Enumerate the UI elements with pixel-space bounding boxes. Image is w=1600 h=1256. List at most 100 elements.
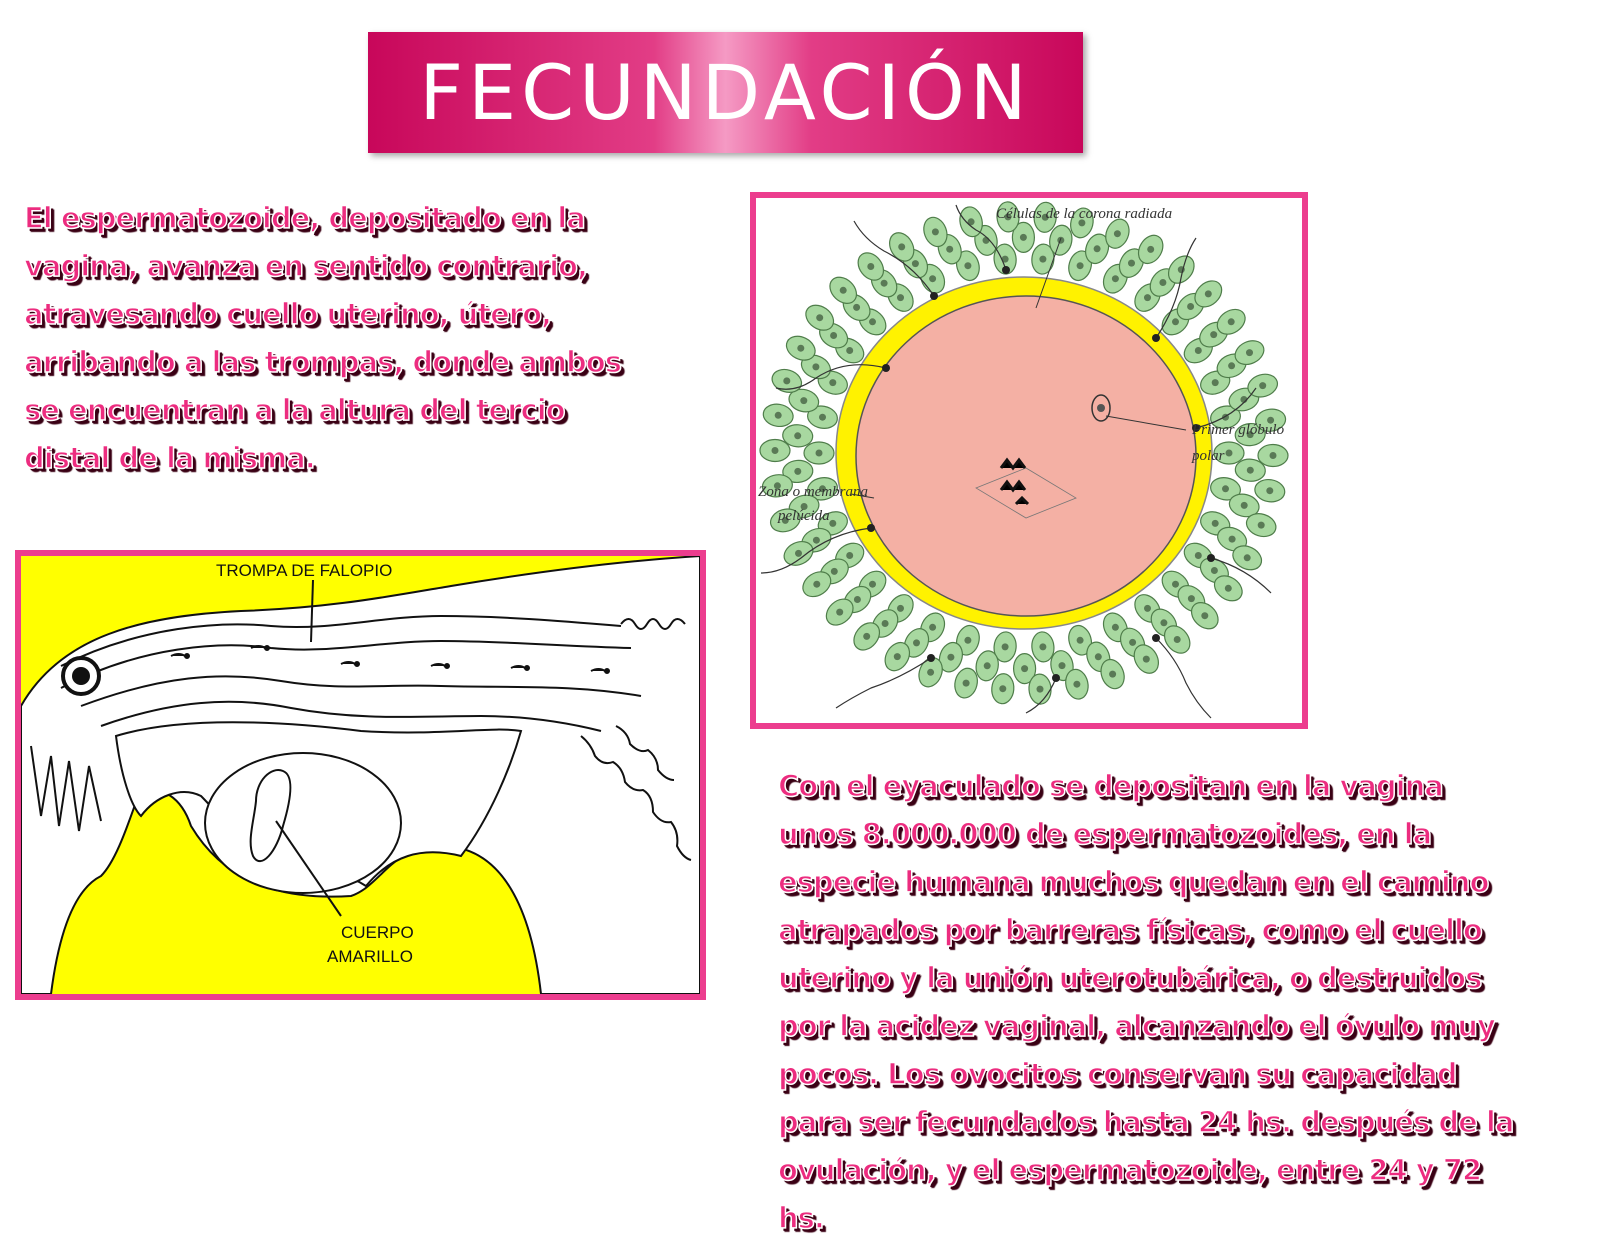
cell-nucleus <box>1269 452 1277 459</box>
cell-nucleus <box>880 279 888 287</box>
cell-nucleus <box>982 236 990 244</box>
cell-nucleus <box>1194 347 1202 354</box>
cell-nucleus <box>1228 535 1236 543</box>
label-polar-body-2: polar <box>1191 448 1225 464</box>
cell-nucleus <box>1113 230 1121 238</box>
cell-nucleus <box>869 580 876 588</box>
cell-nucleus <box>1111 275 1119 283</box>
cell-nucleus <box>1243 554 1251 562</box>
cell-nucleus <box>853 303 861 311</box>
cell-nucleus <box>853 596 861 603</box>
cell-nucleus <box>911 260 919 268</box>
cell-nucleus <box>1246 349 1253 357</box>
cell-nucleus <box>1039 643 1047 651</box>
ovum-figure: Células de la corona radiada Primer glób… <box>750 192 1308 729</box>
cell-nucleus <box>1160 619 1168 627</box>
cell-nucleus <box>1041 213 1049 221</box>
cell-nucleus <box>897 294 904 302</box>
page-title: FECUNDACIÓN <box>419 48 1032 137</box>
cell-nucleus <box>819 413 826 421</box>
cell-nucleus <box>797 344 805 352</box>
cell-nucleus <box>929 275 937 283</box>
cell-nucleus <box>897 604 904 612</box>
cell-nucleus <box>1147 245 1155 253</box>
cell-nucleus <box>771 447 779 454</box>
cell-nucleus <box>794 432 802 440</box>
cell-nucleus <box>1187 595 1195 603</box>
cell-nucleus <box>1204 290 1212 298</box>
cell-nucleus <box>947 653 955 661</box>
cell-nucleus <box>1201 612 1209 620</box>
cell-nucleus <box>1021 665 1029 673</box>
cell-nucleus <box>1019 233 1027 241</box>
cell-nucleus <box>1093 245 1101 253</box>
cell-nucleus <box>830 567 838 575</box>
cell-nucleus <box>1111 623 1119 631</box>
label-zona-pellucida-2: pelúcida <box>777 508 830 524</box>
cell-nucleus <box>836 608 844 616</box>
cell-nucleus <box>869 318 876 326</box>
cell-nucleus <box>795 549 802 557</box>
cell-nucleus <box>812 536 820 544</box>
label-corpus-luteum-1: CUERPO <box>341 923 414 942</box>
label-fallopian-tube: TROMPA DE FALOPIO <box>216 561 392 580</box>
cell-nucleus <box>829 519 837 527</box>
cell-nucleus <box>781 516 789 524</box>
cell-nucleus <box>773 482 781 490</box>
cell-nucleus <box>1211 379 1219 387</box>
cell-nucleus <box>1159 279 1167 286</box>
cell-nucleus <box>1036 685 1044 693</box>
cell-nucleus <box>1128 259 1135 267</box>
cell-nucleus <box>929 623 937 631</box>
cell-nucleus <box>1129 638 1137 646</box>
cell-nucleus <box>1267 416 1275 424</box>
cell-nucleus <box>839 286 847 294</box>
cell-nucleus <box>774 411 782 419</box>
cell-nucleus <box>1094 653 1102 661</box>
cell-nucleus <box>816 314 824 322</box>
cell-nucleus <box>1172 580 1179 588</box>
cell-nucleus <box>867 263 875 270</box>
label-corpus-luteum-2: AMARILLO <box>327 947 413 966</box>
cell-nucleus <box>962 679 970 687</box>
cell-nucleus <box>1172 318 1179 326</box>
cell-nucleus <box>1109 670 1117 678</box>
cell-nucleus <box>819 485 826 493</box>
cell-nucleus <box>881 620 889 627</box>
label-zona-pellucida-1: Zona o membrana <box>758 484 868 500</box>
cell-nucleus <box>964 262 972 270</box>
cell-nucleus <box>1187 303 1195 310</box>
cell-nucleus <box>830 332 838 339</box>
cell-nucleus <box>1227 318 1235 326</box>
cell-nucleus <box>1211 519 1219 527</box>
cell-nucleus <box>1001 643 1009 651</box>
cell-nucleus <box>1001 255 1009 263</box>
cell-nucleus <box>1194 552 1202 559</box>
cell-nucleus <box>1144 604 1151 612</box>
cell-nucleus <box>794 467 802 475</box>
cell-nucleus <box>946 245 954 253</box>
cell-nucleus <box>800 503 808 510</box>
cell-nucleus <box>1257 521 1265 529</box>
cell-nucleus <box>1078 219 1086 227</box>
cell-nucleus <box>1240 501 1248 509</box>
ovum-illustration: Células de la corona radiada Primer glób… <box>758 201 1289 719</box>
cell-nucleus <box>800 397 808 405</box>
title-banner: FECUNDACIÓN <box>368 32 1083 153</box>
cell-nucleus <box>783 377 791 385</box>
cell-nucleus <box>863 632 871 640</box>
cell-nucleus <box>1076 636 1084 644</box>
cell-nucleus <box>815 449 823 457</box>
cell-nucleus <box>893 653 901 661</box>
label-polar-body-1: Primer glóbulo <box>1191 422 1285 438</box>
cell-nucleus <box>1173 636 1181 643</box>
cell-nucleus <box>1266 487 1274 495</box>
cell-nucleus <box>983 662 991 670</box>
cell-nucleus <box>1144 294 1151 302</box>
cell-nucleus <box>1225 449 1233 457</box>
cell-nucleus <box>1076 262 1084 270</box>
cell-nucleus <box>1210 567 1218 574</box>
cell-nucleus <box>1057 236 1065 244</box>
cell-nucleus <box>846 347 854 354</box>
cell-nucleus <box>967 218 975 226</box>
